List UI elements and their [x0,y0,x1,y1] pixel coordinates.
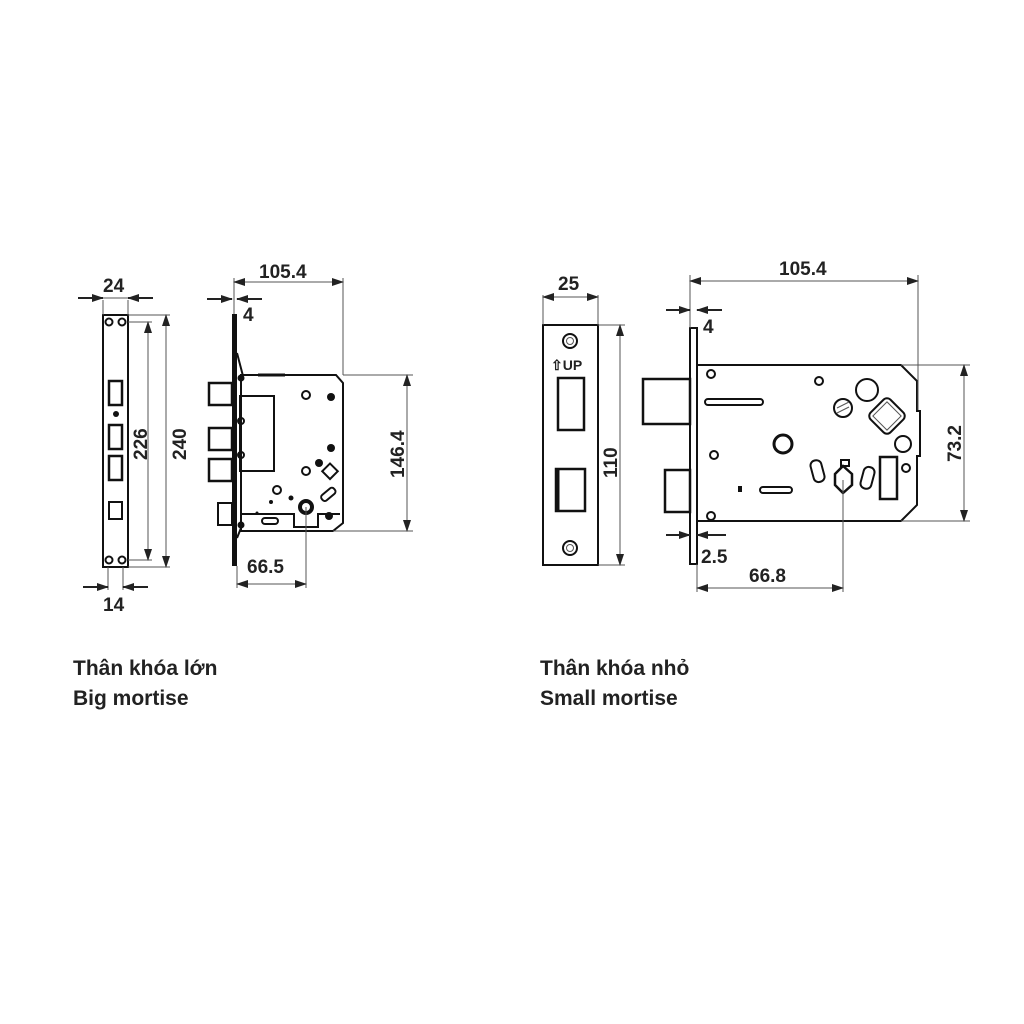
small-mortise-caption: Thân khóa nhỏ Small mortise [540,654,689,714]
small-plate-thickness-label: 4 [703,317,714,338]
small-body-height-label: 73.2 [945,425,966,462]
big-faceplate-inner-height-label: 226 [131,428,152,460]
big-faceplate [102,314,129,568]
big-hole-spacing-label: 14 [103,595,125,616]
big-faceplate-height-label: 240 [170,428,191,460]
small-faceplate [542,324,599,566]
big-body-dimensions [207,278,413,588]
big-body-height-label: 146.4 [388,430,409,478]
big-backset-label: 66.5 [247,557,284,578]
small-faceplate-height-label: 110 [601,447,622,478]
up-marking: ⇧UP [551,357,582,373]
small-mortise-caption-vi: Thân khóa nhỏ [540,657,690,680]
small-mortise-caption-en: Small mortise [540,687,678,710]
big-plate-thickness-label: 4 [243,305,254,326]
big-faceplate-width-label: 24 [103,276,125,297]
big-faceplate-dimensions [78,294,170,591]
small-body-length-label: 105.4 [779,259,827,280]
big-mortise-caption-en: Big mortise [73,687,189,710]
big-mortise-caption-vi: Thân khóa lớn [73,657,218,680]
small-faceplate-dimensions [542,293,625,566]
small-body-dimensions [666,275,970,592]
small-backset-label: 66.8 [749,566,786,587]
small-body [641,327,921,565]
big-mortise-caption: Thân khóa lớn Big mortise [73,654,217,714]
big-body-length-label: 105.4 [259,262,307,283]
small-bottom-offset-label: 2.5 [701,547,728,568]
big-body [207,314,344,566]
small-faceplate-width-label: 25 [558,274,580,295]
